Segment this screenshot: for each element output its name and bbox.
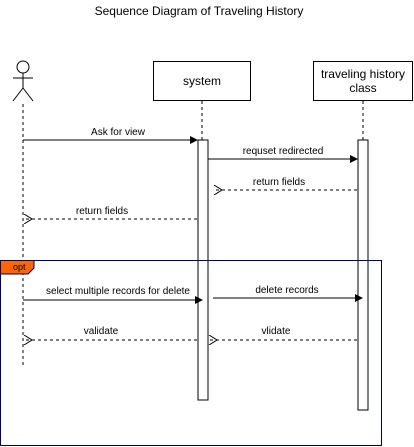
message-label-ask-for-view: Ask for view <box>91 127 145 138</box>
opt-fragment-frame <box>0 260 382 446</box>
history-lifeline-box: traveling history class <box>313 61 413 101</box>
system-activation <box>197 139 209 401</box>
system-lifeline-box: system <box>153 61 251 101</box>
history-activation <box>357 139 369 411</box>
actor-icon <box>12 60 34 102</box>
history-lifeline-label: traveling history class <box>321 67 405 95</box>
history-lifeline-label-line1: traveling history <box>320 67 406 81</box>
message-label-select-multiple: select multiple records for delete <box>46 286 190 297</box>
history-lifeline-label-line2: class <box>349 81 377 95</box>
message-label-request-redirected: requset redirected <box>242 146 324 157</box>
message-label-return-fields-2: return fields <box>75 206 129 217</box>
system-lifeline-label: system <box>182 74 221 88</box>
message-label-return-fields-1: return fields <box>252 177 306 188</box>
opt-fragment-label: opt <box>13 262 26 272</box>
diagram-title: Sequence Diagram of Traveling History <box>94 4 304 18</box>
opt-fragment-tag-shape <box>0 260 35 275</box>
message-label-vlidate: vlidate <box>261 326 291 337</box>
message-label-delete-records: delete records <box>255 285 319 296</box>
message-label-validate: validate <box>83 326 119 337</box>
